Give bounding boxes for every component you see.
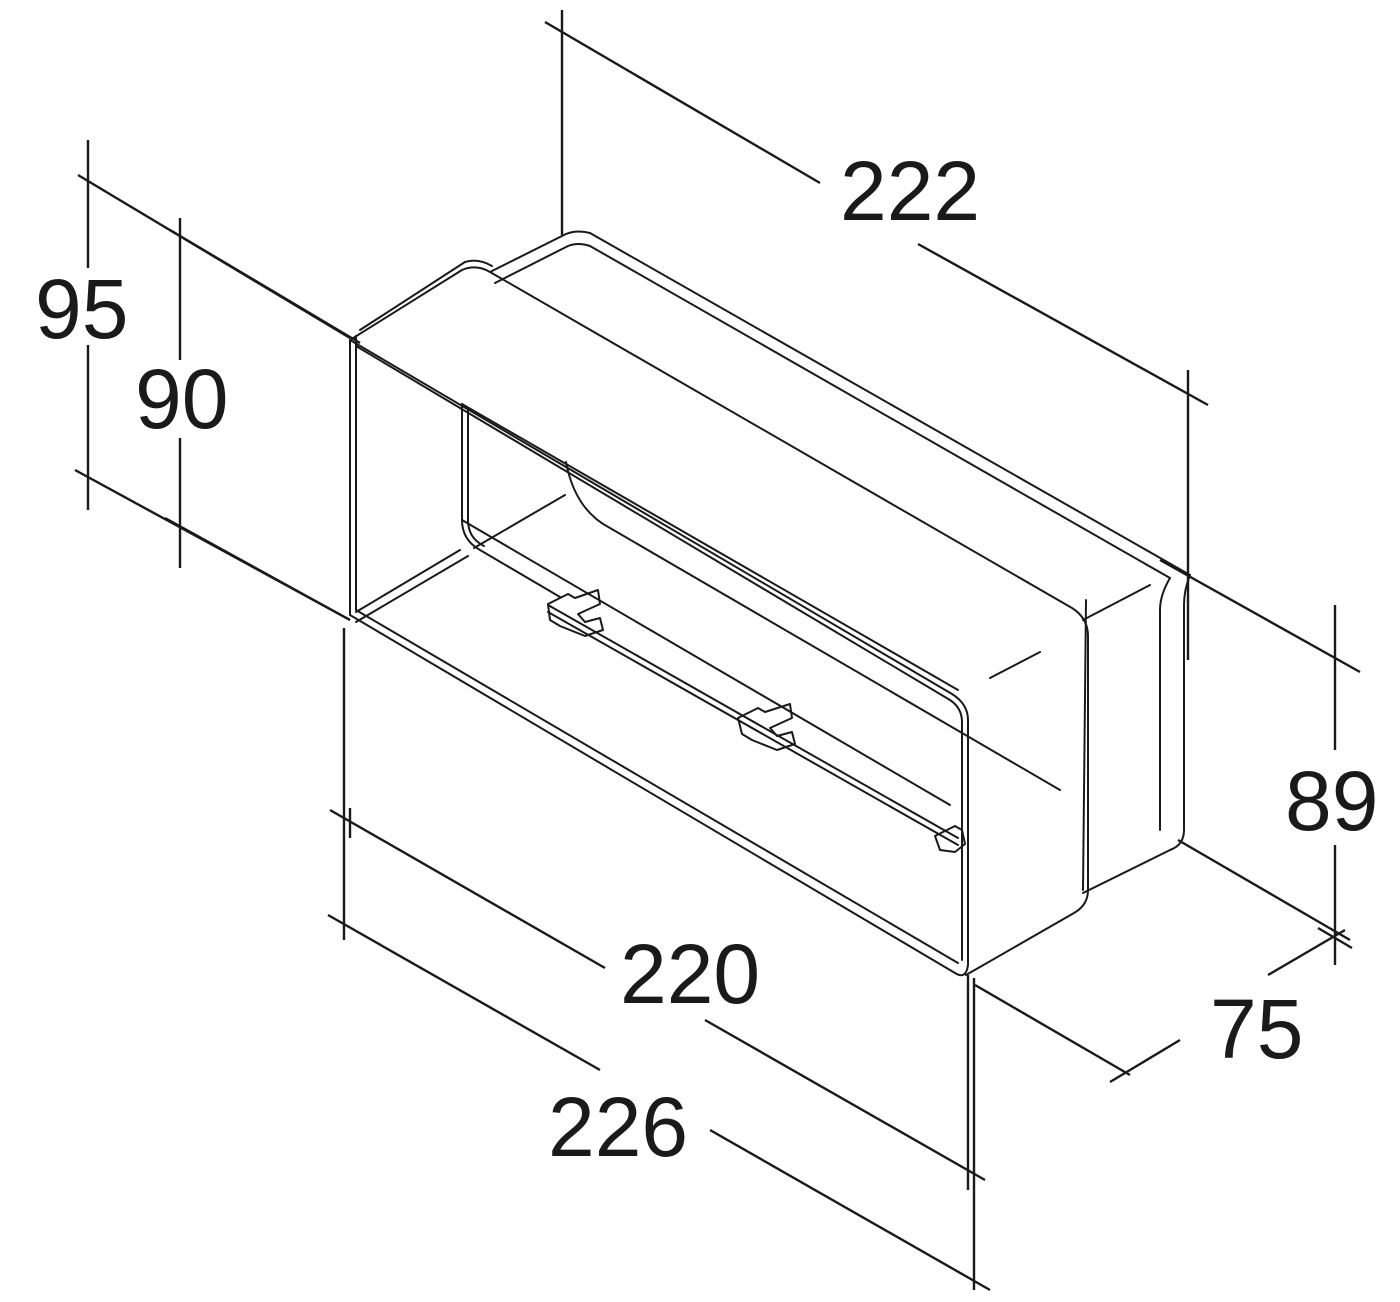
dimension-label-95: 95	[35, 262, 128, 356]
dimension-label-90: 90	[135, 352, 228, 446]
dimension-label-226: 226	[548, 1080, 688, 1174]
dimension-label-222: 222	[840, 144, 980, 238]
dimension-label-89: 89	[1285, 754, 1378, 848]
duct-body	[349, 230, 1191, 977]
clips	[547, 589, 966, 853]
dimension-label-75: 75	[1210, 982, 1303, 1076]
dimension-label-220: 220	[620, 927, 760, 1021]
dimension-lines	[74, 10, 1361, 1292]
